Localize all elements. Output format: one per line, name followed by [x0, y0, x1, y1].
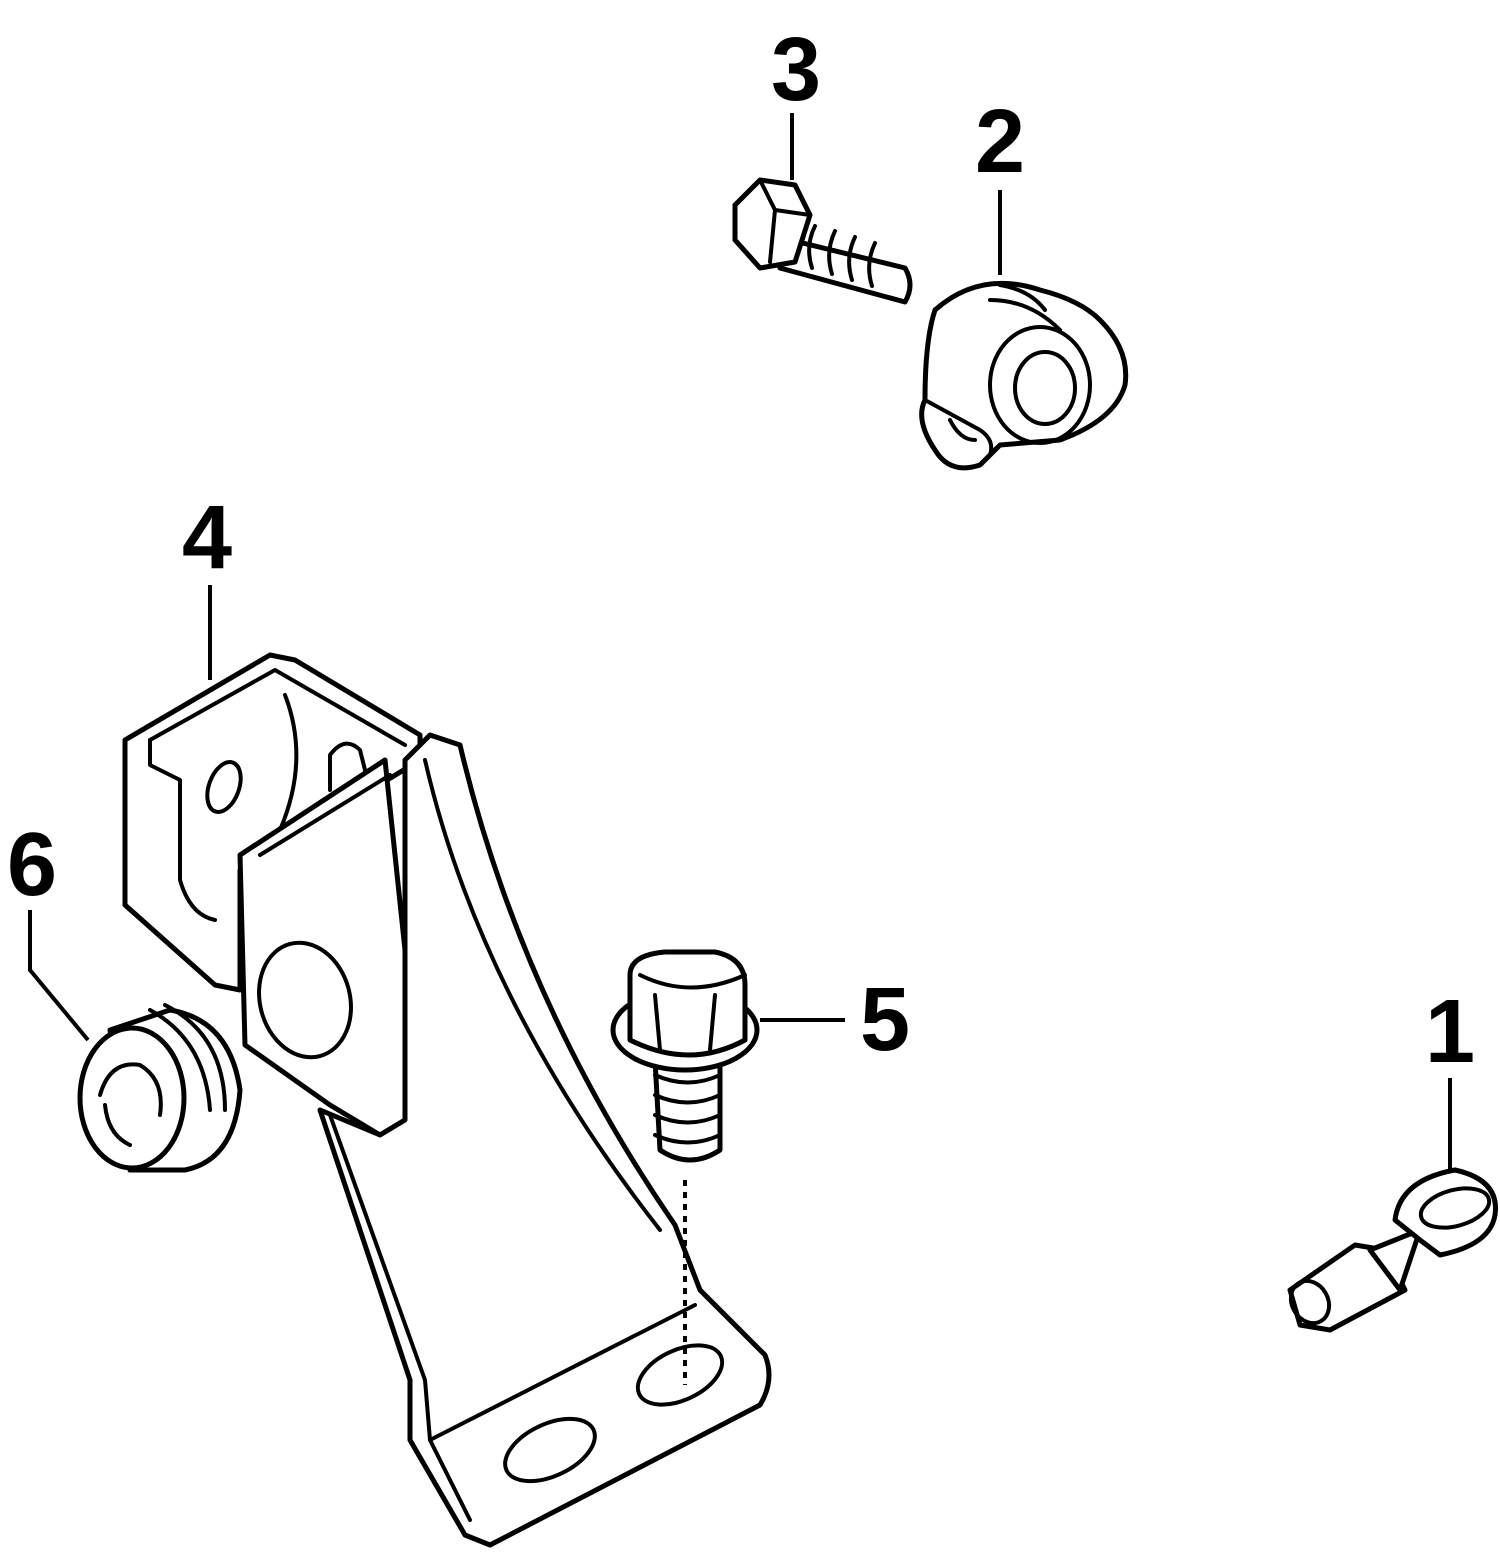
callout-2: 2 [975, 92, 1025, 192]
callout-labels: 1 2 3 4 5 6 [7, 20, 1475, 1082]
mount-bushing-part[interactable] [919, 280, 1129, 471]
flange-bolt-part[interactable] [610, 949, 760, 1163]
bracket-part[interactable] [122, 652, 772, 1548]
callout-6: 6 [7, 815, 57, 915]
callout-4: 4 [182, 488, 232, 588]
leader-6 [28, 910, 90, 1042]
grommet-part[interactable] [77, 1003, 243, 1173]
callout-5: 5 [860, 970, 910, 1070]
leader-lines [28, 113, 1452, 1385]
callout-3: 3 [771, 20, 821, 120]
bolt-small-part[interactable] [732, 177, 913, 305]
ring-terminal-part[interactable] [1283, 1167, 1498, 1333]
callout-1: 1 [1425, 982, 1475, 1082]
